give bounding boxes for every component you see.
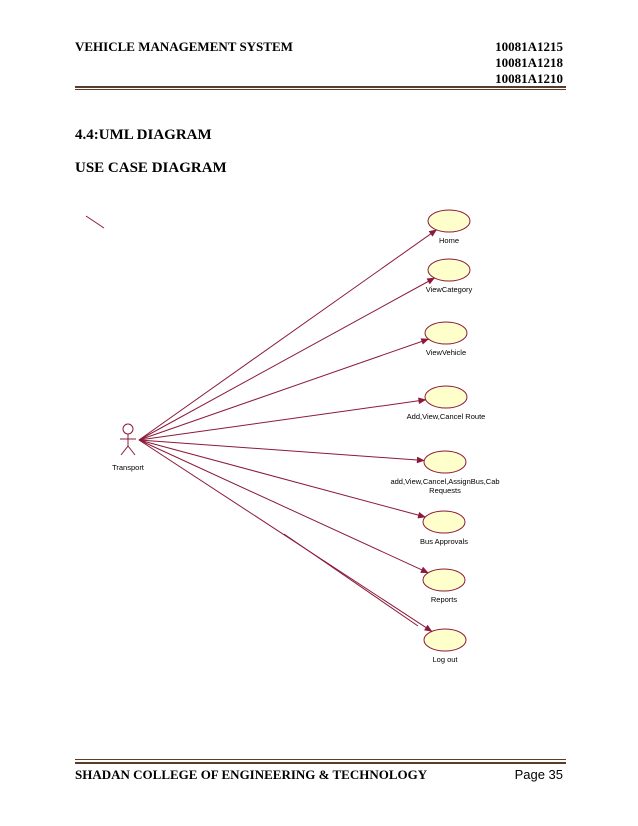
header-student-ids: 10081A1215 10081A1218 10081A1210 [495,39,563,87]
footer-rule [75,762,566,764]
association-arrowhead [417,511,426,519]
association-arrowhead [420,566,429,574]
association-arrowhead [418,397,427,405]
header-title: VEHICLE MANAGEMENT SYSTEM [75,39,293,54]
use-case-label: Requests [429,486,461,495]
association-line [138,338,429,441]
use-case-label: Reports [431,595,458,604]
association-arrowhead [426,277,436,285]
association-line [138,277,435,441]
use-case-label: Add,View,Cancel Route [407,412,486,421]
use-case-ellipse [423,450,467,474]
association-line [138,229,437,441]
student-id: 10081A1215 [495,39,563,54]
use-case-ellipse [422,510,466,534]
student-id: 10081A1210 [495,71,563,86]
footer-college-name: SHADAN COLLEGE OF ENGINEERING & TECHNOLO… [75,767,428,782]
actor-left-leg [120,445,129,456]
section-subheading: USE CASE DIAGRAM [75,160,227,176]
association-line [138,399,426,441]
use-case-label: Log out [432,655,458,664]
association-line [138,439,429,574]
actor-transport [120,423,136,456]
use-case-ellipse [424,385,468,409]
use-case-ellipse [424,321,468,345]
association-arrowhead [420,338,430,345]
use-case-label: Bus Approvals [420,537,468,546]
actor-right-leg [127,445,136,456]
use-case-ellipse [423,628,467,652]
use-case-label: Home [439,236,459,245]
associations [138,229,438,632]
header-rule-thin [75,89,566,90]
stray-line-mark [85,215,105,229]
association-arrowhead [423,624,433,632]
actor-head [122,423,134,435]
association-arrowhead [416,456,425,464]
use-case-ellipse [422,568,466,592]
use-case-label: ViewCategory [426,285,473,294]
header-rule [75,86,566,88]
association-arrowhead [428,229,438,237]
use-case-label: ViewVehicle [426,348,466,357]
page-number: Page 35 [514,767,563,782]
association-line [138,439,433,632]
use-case-label: add,View,Cancel,AssignBus,Cab [390,477,499,486]
actor-label: Transport [112,463,145,472]
association-line [138,439,426,518]
use-case-ellipse [427,209,471,233]
section-heading: 4.4:UML DIAGRAM [75,127,212,143]
use-cases: HomeViewCategoryViewVehicleAdd,View,Canc… [390,209,500,664]
use-case-ellipse [427,258,471,282]
student-id: 10081A1218 [495,55,563,70]
footer-rule-thin [75,759,566,760]
stray-line-mark [283,533,419,627]
association-line [138,439,425,461]
